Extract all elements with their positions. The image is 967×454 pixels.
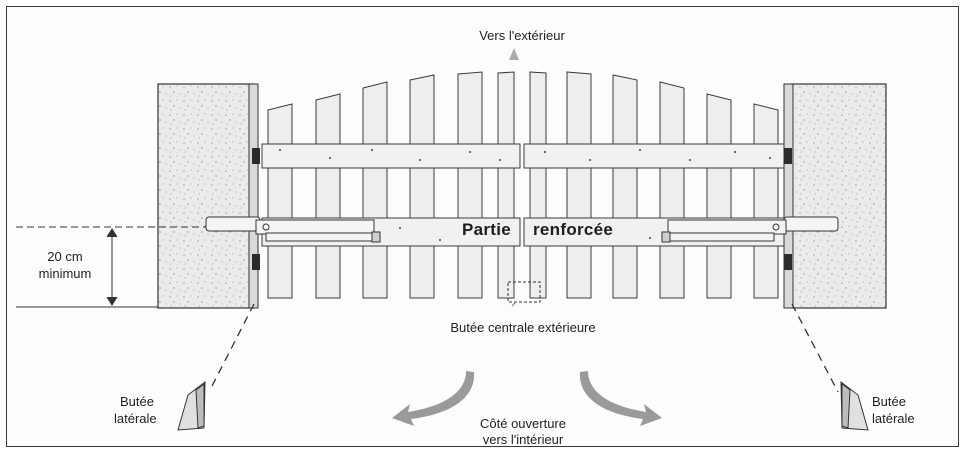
hinge-icon <box>252 148 792 270</box>
motor-arm-right <box>661 216 839 243</box>
pillar-left <box>157 83 259 309</box>
side-stop-left-label-1: Butée <box>120 394 154 409</box>
side-stop-icon <box>177 380 869 431</box>
opening-label-1: Côté ouverture <box>480 416 566 431</box>
height-value-label: 20 cm <box>47 249 83 264</box>
gate-pickets <box>267 71 779 299</box>
reinforced-label-left: Partie <box>462 220 512 239</box>
motor-arm-left <box>205 216 381 243</box>
outside-arrow-icon <box>509 48 519 60</box>
side-stop-right-label-1: Butée <box>872 394 906 409</box>
height-note-label: minimum <box>38 266 92 281</box>
opening-arrows <box>392 371 662 426</box>
height-dimension <box>16 226 206 308</box>
center-stop-label: Butée centrale extérieure <box>450 320 596 335</box>
upper-rails <box>261 143 785 169</box>
pillar-right <box>783 83 887 309</box>
side-stop-right-label-2: latérale <box>872 411 915 426</box>
outside-label: Vers l'extérieur <box>479 28 565 43</box>
swing-paths <box>209 303 839 393</box>
reinforced-label-right: renforcée <box>533 220 614 239</box>
opening-label-2: vers l'intérieur <box>482 432 564 447</box>
center-stop-box <box>507 281 541 303</box>
side-stop-left-label-2: latérale <box>114 411 157 426</box>
